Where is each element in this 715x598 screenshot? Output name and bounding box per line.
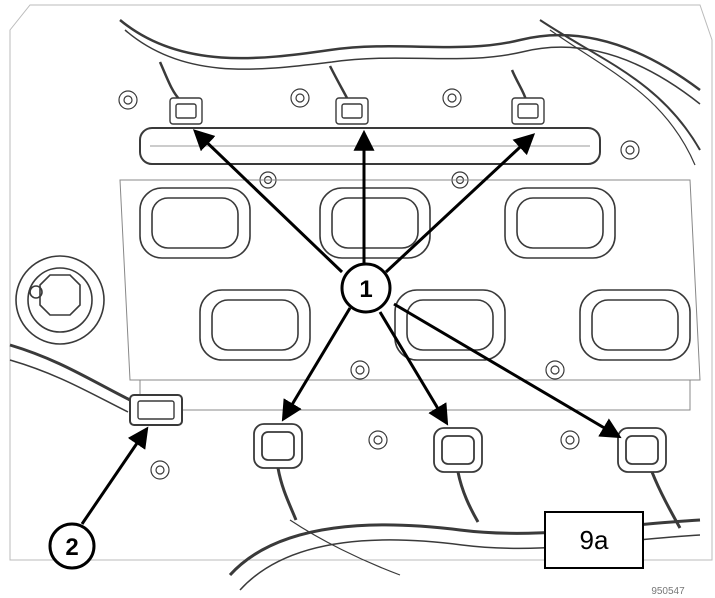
callout-2-label: 2 bbox=[65, 534, 78, 561]
lower-connector-right bbox=[617, 427, 682, 529]
lower-bolts bbox=[150, 360, 580, 480]
lower-connector-left bbox=[253, 423, 303, 521]
reference-box-label: 9a bbox=[580, 525, 609, 555]
upper-connector-right bbox=[510, 69, 545, 125]
intake-ports-upper bbox=[139, 187, 616, 259]
leader-1-lower-center bbox=[378, 311, 449, 426]
leader-1-upper-right bbox=[384, 133, 536, 274]
lower-connector-center bbox=[433, 427, 483, 523]
callout-1-label: 1 bbox=[359, 276, 372, 303]
callout-1: 1 bbox=[340, 262, 392, 314]
left-connector bbox=[129, 394, 183, 426]
callout-1-leaders bbox=[192, 129, 622, 439]
callout-2-leader bbox=[80, 426, 149, 525]
part-code: 950547 bbox=[651, 586, 685, 597]
leader-1-upper-left bbox=[192, 129, 344, 274]
upper-wire-harness bbox=[119, 19, 701, 92]
oil-filler-cap bbox=[15, 255, 105, 345]
intake-ports-lower bbox=[199, 289, 691, 361]
leader-1-lower-right bbox=[393, 302, 622, 439]
callout-2: 2 bbox=[48, 522, 96, 570]
leader-1-lower-left bbox=[281, 307, 352, 422]
upper-connector-center bbox=[328, 65, 369, 125]
upper-connector-left bbox=[158, 61, 203, 125]
left-wire-harness bbox=[9, 343, 131, 402]
reference-box: 9a bbox=[544, 511, 644, 569]
